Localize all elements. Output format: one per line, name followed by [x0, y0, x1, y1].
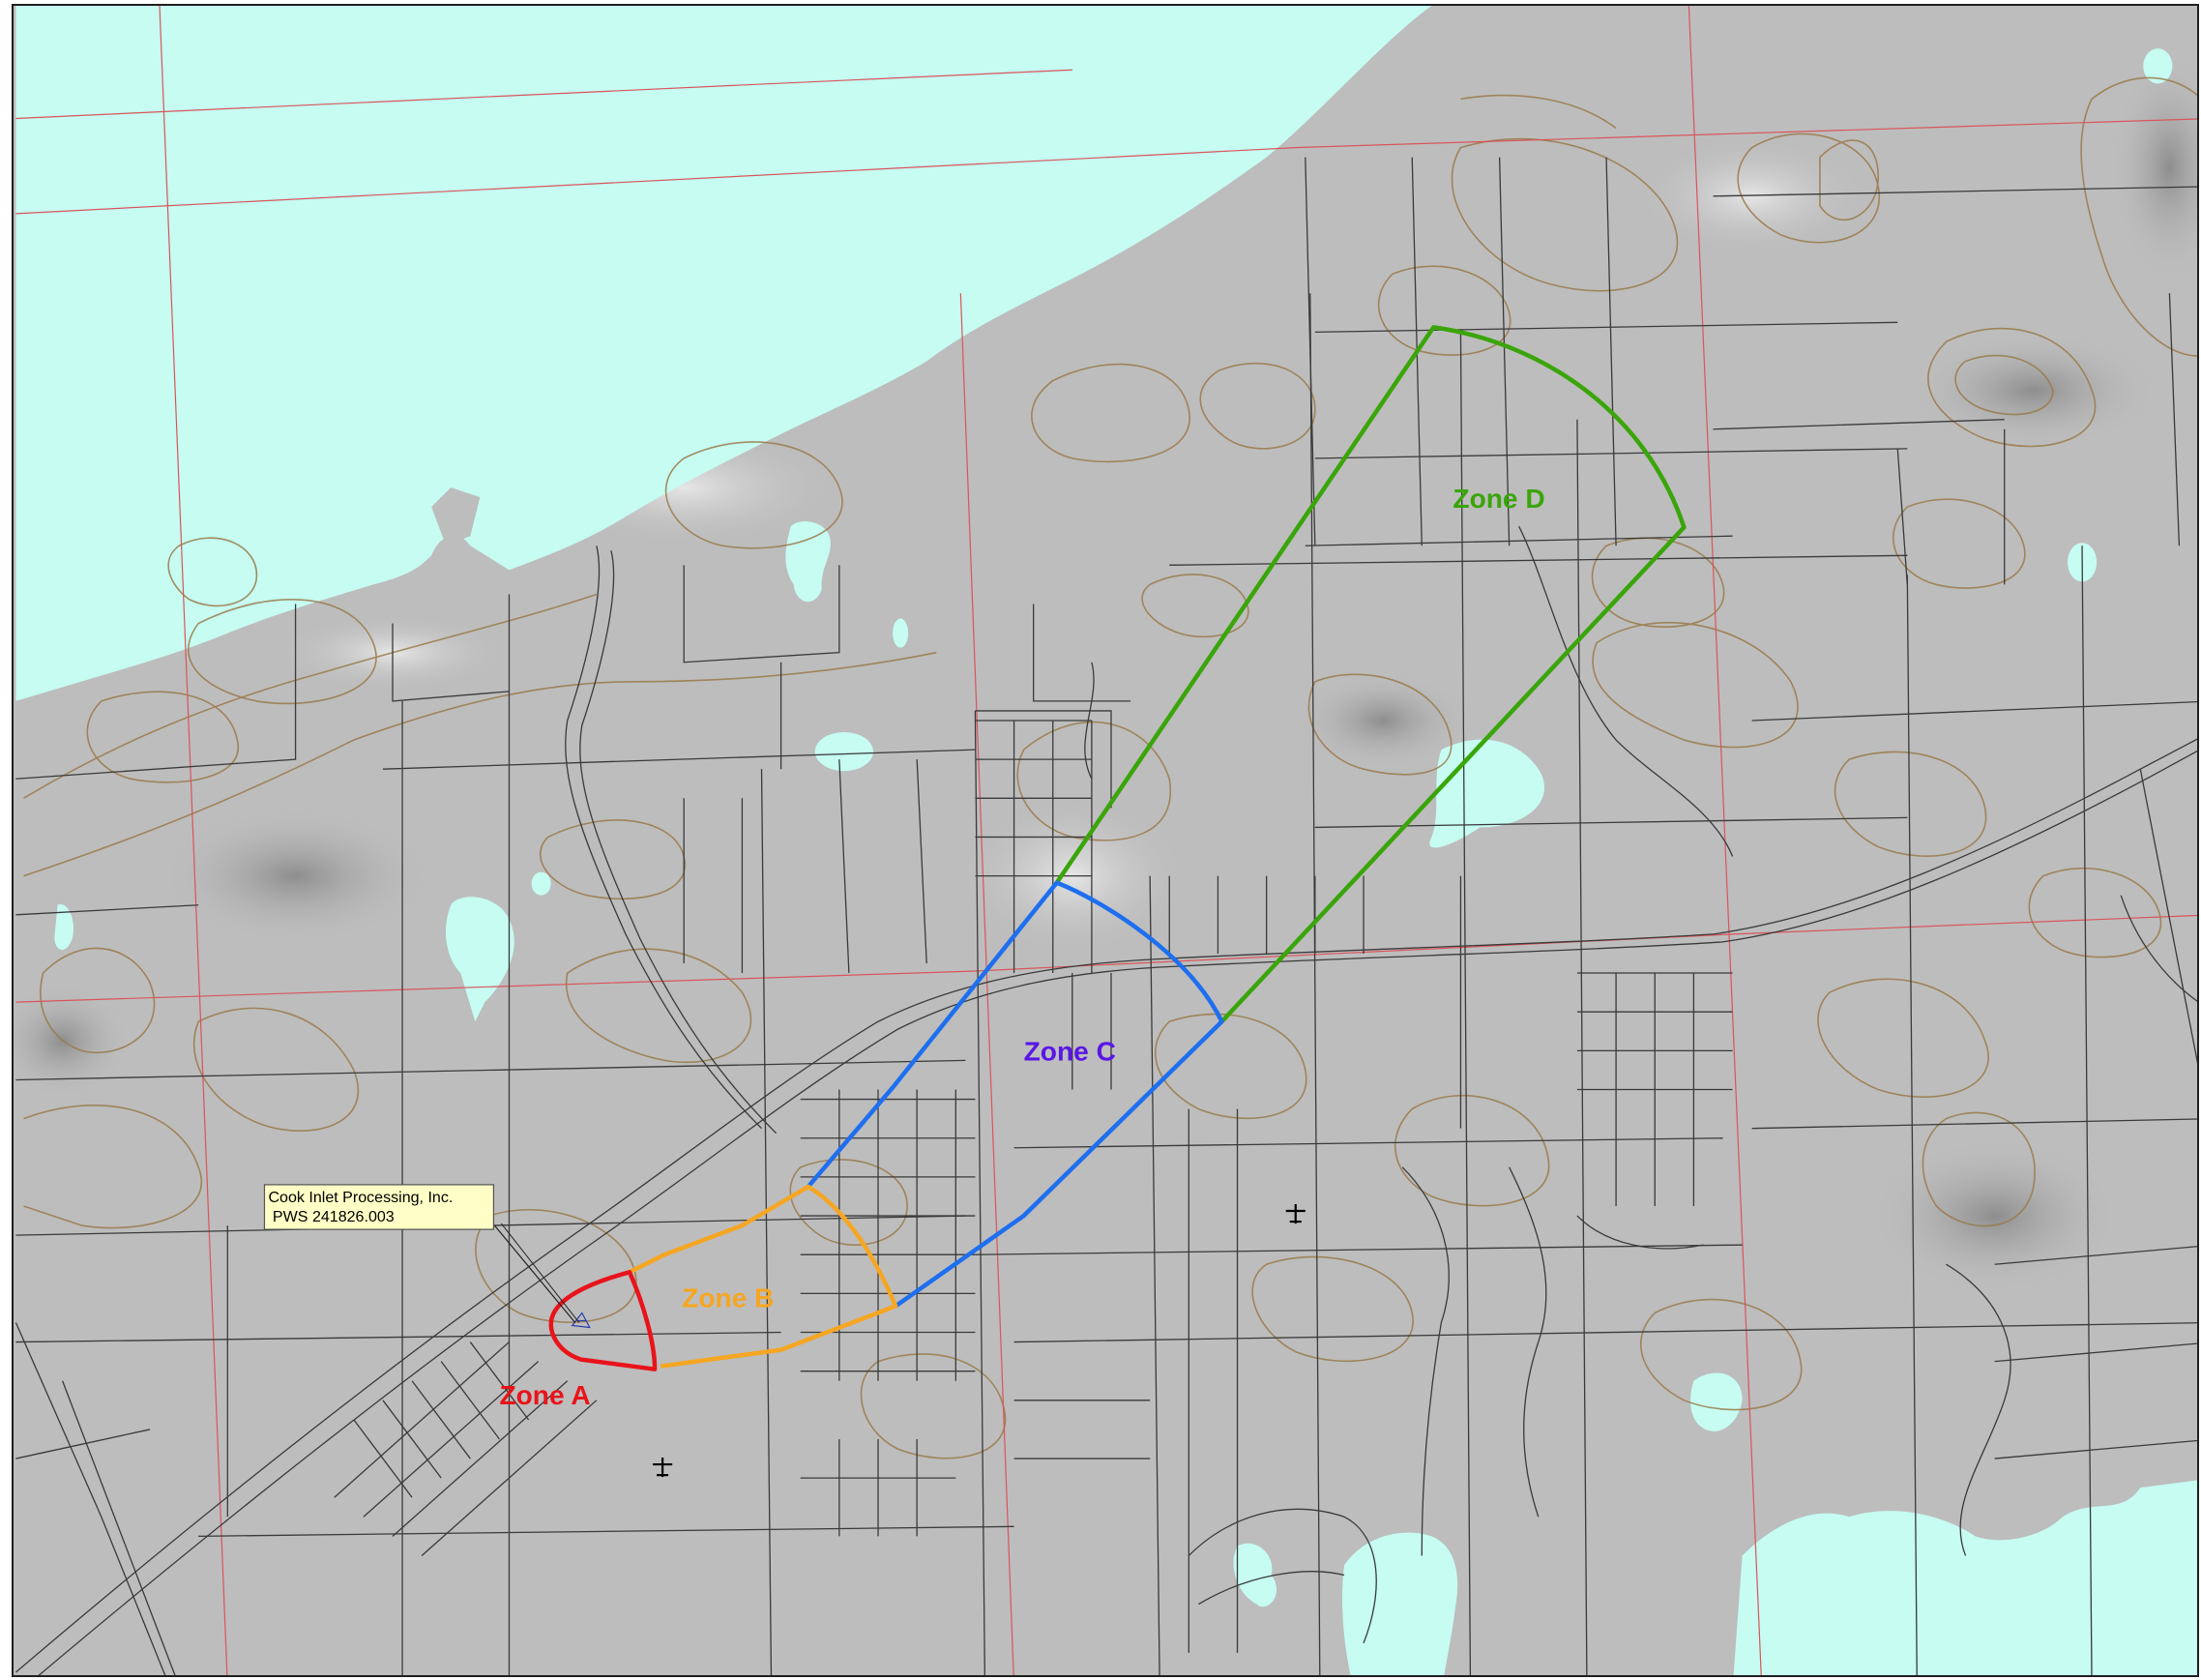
callout-leader — [501, 1223, 580, 1323]
lake — [1733, 1480, 2197, 1675]
contour-lines — [23, 76, 2197, 1459]
zone-d-boundary — [1054, 325, 1687, 1023]
section-lines — [15, 6, 2197, 1675]
lake — [814, 732, 873, 772]
lakes — [54, 48, 2197, 1675]
lake — [54, 903, 73, 951]
callout-line-2: PWS 241826.003 — [268, 1208, 394, 1225]
facility-callout[interactable]: Cook Inlet Processing, Inc. PWS 241826.0… — [263, 1184, 495, 1230]
inlet-water — [15, 6, 1432, 701]
lake — [446, 897, 514, 1022]
zone-c-label: Zone C — [1024, 1036, 1116, 1066]
map-frame: Cook Inlet Processing, Inc. PWS 241826.0… — [12, 4, 2199, 1677]
lake — [1341, 1532, 1458, 1675]
airport-icon — [1285, 1203, 1306, 1224]
lake — [785, 520, 831, 603]
shore-spit — [431, 487, 481, 546]
zone-d-label: Zone D — [1453, 484, 1544, 514]
map-canvas[interactable]: Cook Inlet Processing, Inc. PWS 241826.0… — [14, 6, 2199, 1677]
lake — [1233, 1543, 1277, 1607]
zone-c-boundary — [807, 880, 1224, 1309]
callout-line-1: Cook Inlet Processing, Inc. — [268, 1189, 453, 1206]
airport-icon — [653, 1458, 673, 1478]
zone-b-label: Zone B — [682, 1282, 774, 1312]
lake — [531, 871, 551, 896]
well-marker[interactable] — [571, 1312, 591, 1329]
lake — [893, 618, 909, 648]
zone-a-label: Zone A — [499, 1380, 590, 1410]
zone-a-boundary — [548, 1270, 658, 1371]
lake — [2171, 1506, 2197, 1600]
lake — [2143, 48, 2173, 84]
zone-b-boundary — [628, 1184, 898, 1369]
lake — [1690, 1372, 1743, 1431]
callout-box — [263, 1184, 495, 1230]
callout-leader — [493, 1224, 576, 1323]
